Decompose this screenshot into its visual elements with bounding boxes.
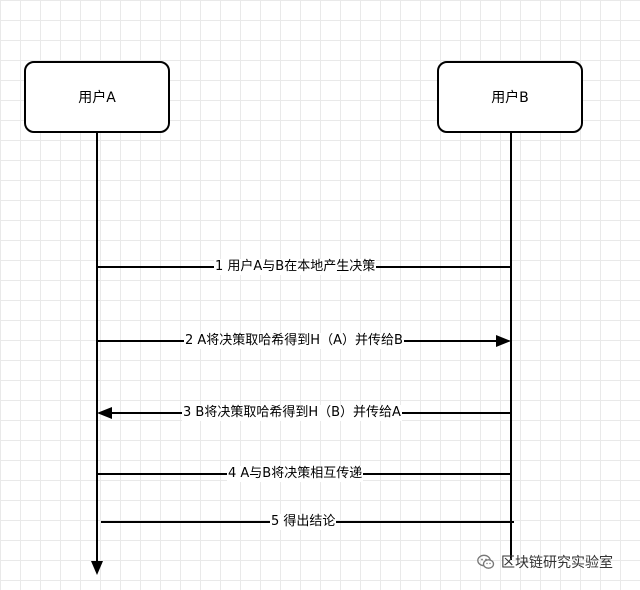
message-label-3: 3 B将决策取哈希得到H（B）并传给A: [182, 405, 402, 421]
actor-b-box: 用户B: [437, 61, 583, 133]
lifeline-a-arrowhead: [91, 561, 103, 575]
message-label-5: 5 得出结论: [270, 514, 337, 530]
wechat-icon: [477, 554, 495, 569]
watermark: 区块链研究实验室: [477, 552, 613, 572]
message-label-2: 2 A将决策取哈希得到H（A）并传给B: [184, 333, 404, 349]
message-label-4: 4 A与B将决策相互传递: [227, 466, 364, 482]
arrowhead-2: [496, 335, 511, 347]
message-label-1: 1 用户A与B在本地产生决策: [214, 259, 377, 275]
watermark-text: 区块链研究实验室: [501, 555, 613, 571]
actor-a-label: 用户A: [78, 90, 116, 106]
actor-a-box: 用户A: [24, 61, 170, 133]
arrowhead-3: [97, 407, 112, 419]
actor-b-label: 用户B: [491, 90, 529, 106]
